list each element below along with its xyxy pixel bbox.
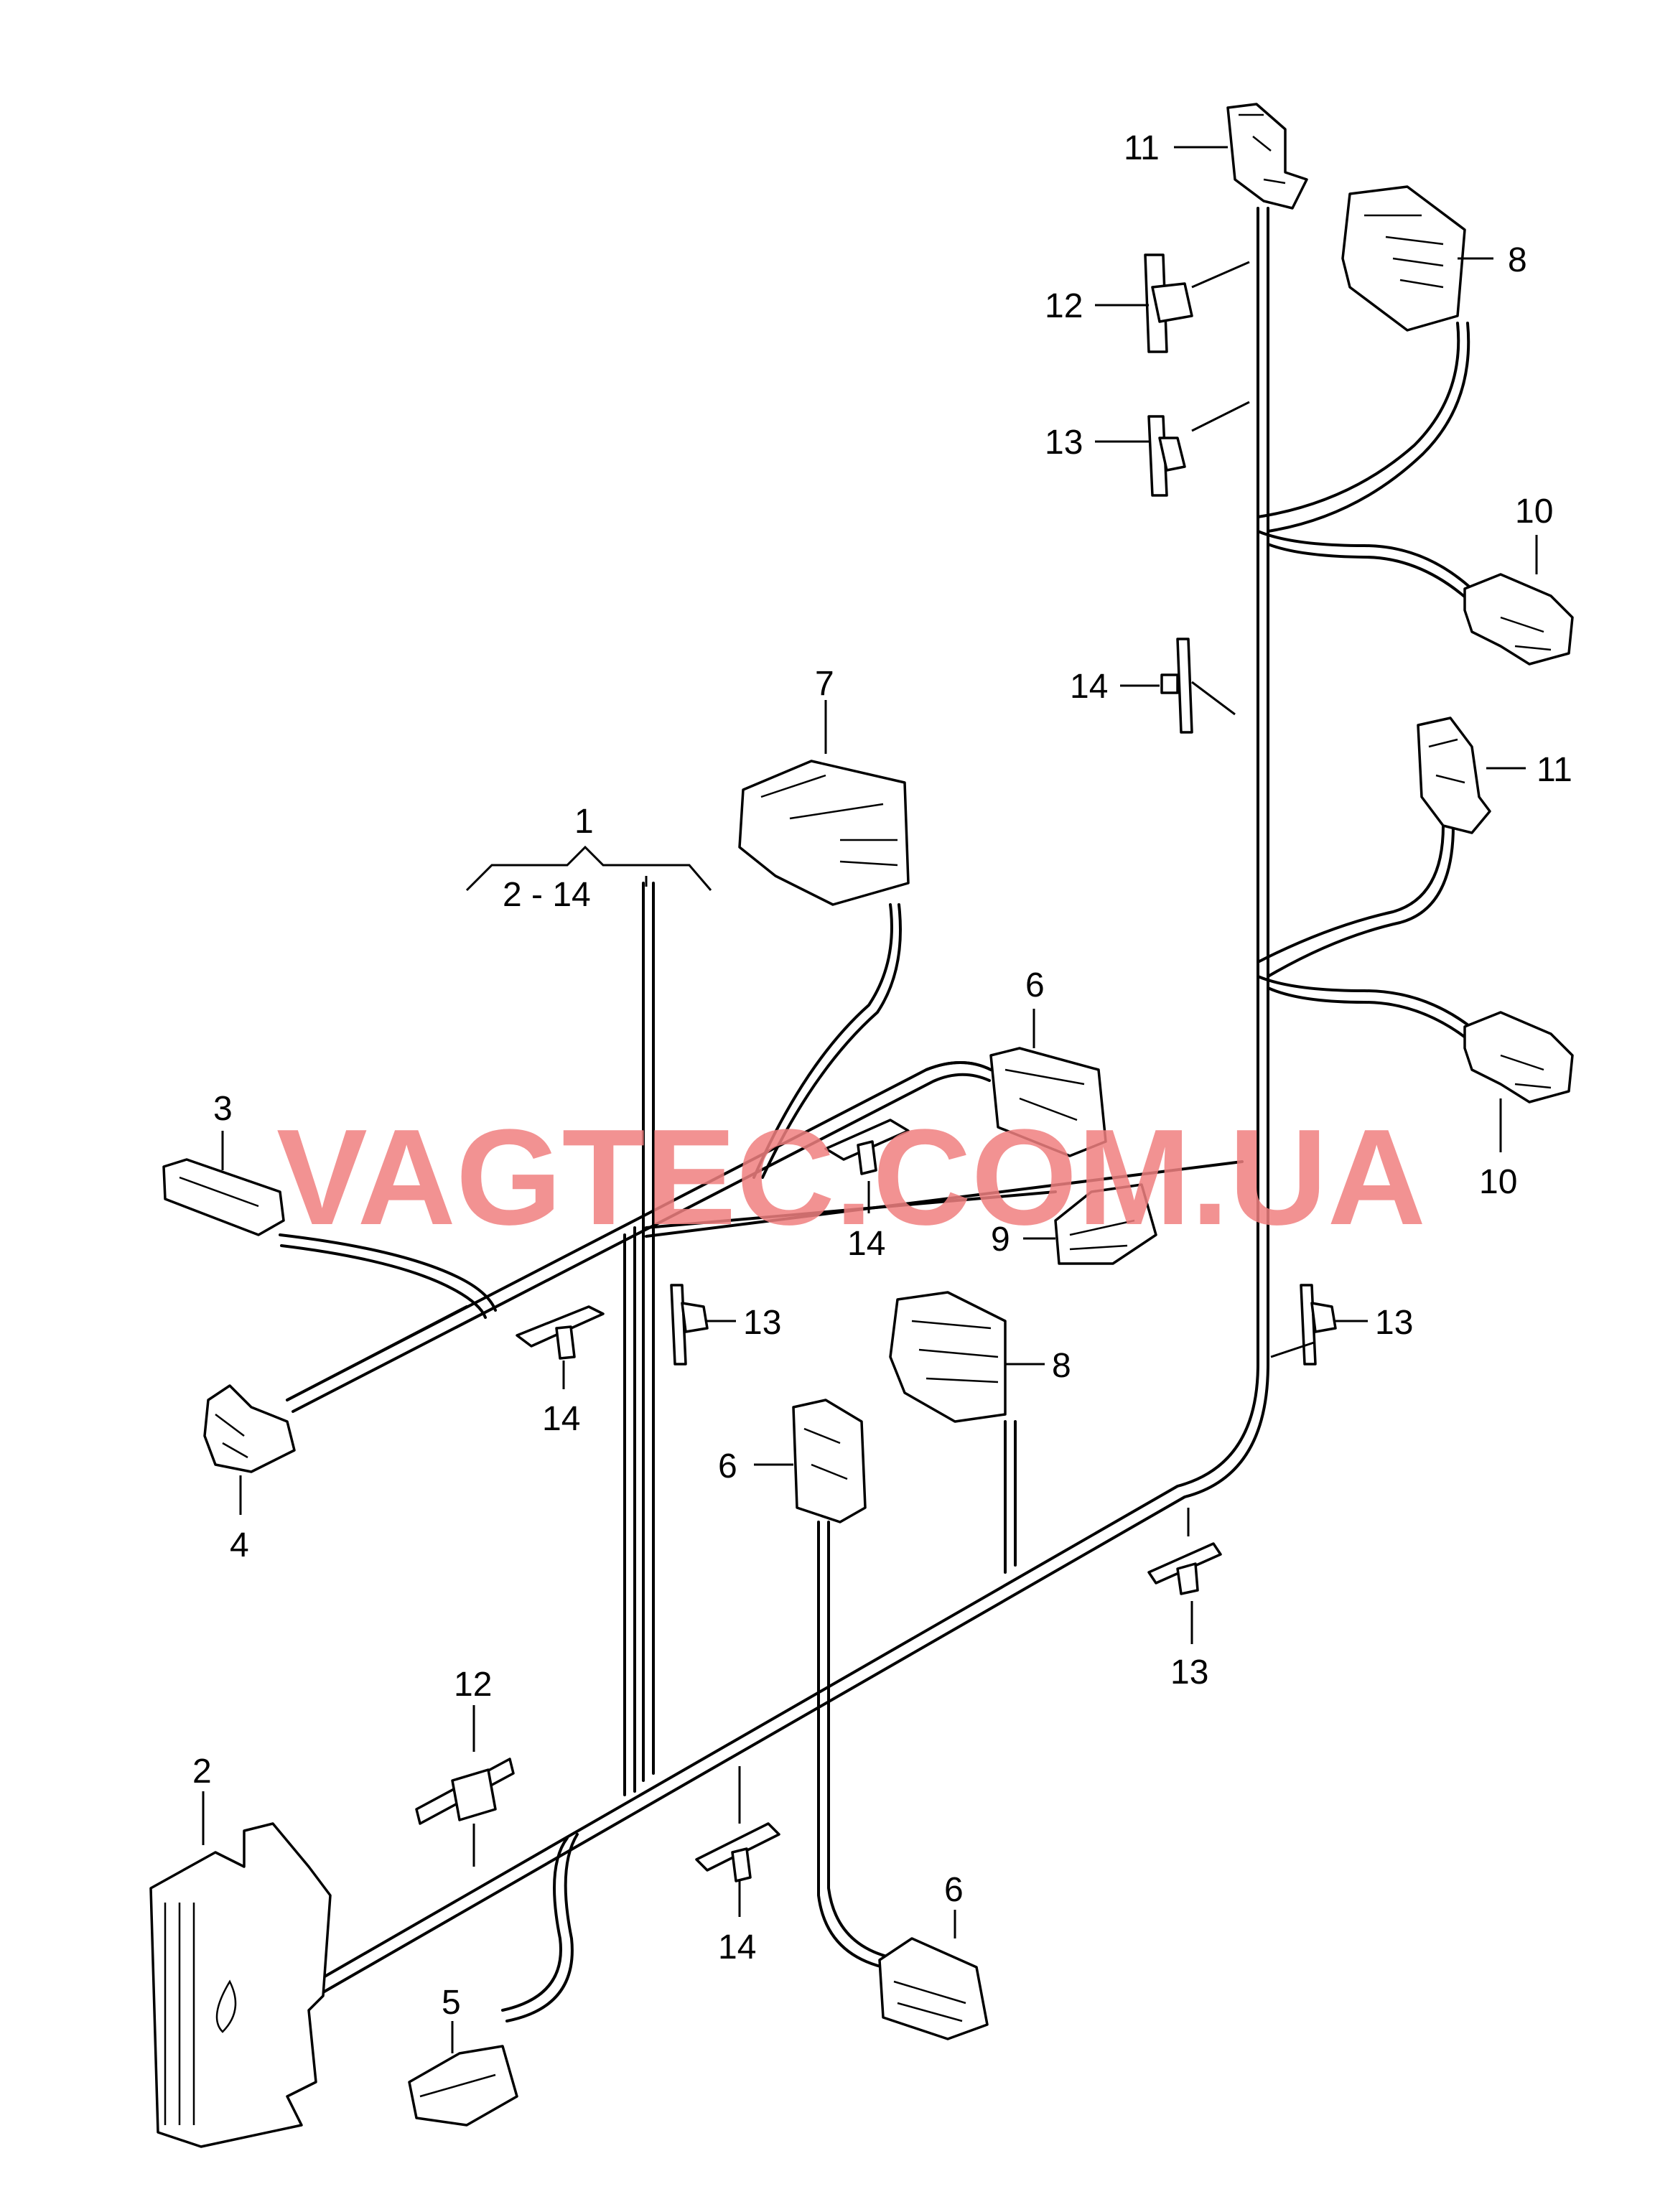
clip-14-lower bbox=[695, 1822, 780, 1882]
watermark-text: VAGTEC.COM.UA bbox=[276, 1101, 1426, 1254]
callout-7: 7 bbox=[815, 665, 834, 703]
callout-13-middle-left: 13 bbox=[743, 1304, 781, 1342]
callout-14-top: 14 bbox=[1070, 668, 1108, 706]
callout-13-middle-right: 13 bbox=[1375, 1304, 1413, 1342]
callout-5: 5 bbox=[442, 1984, 461, 2022]
callout-10-top: 10 bbox=[1515, 493, 1553, 531]
callout-8-top: 8 bbox=[1508, 241, 1527, 279]
group-label-number: 1 bbox=[574, 803, 594, 841]
clip-13-middle-left bbox=[670, 1284, 709, 1366]
clip-14-top bbox=[1160, 638, 1193, 734]
connector-6-middle bbox=[792, 1399, 867, 1523]
clip-13-top bbox=[1147, 415, 1186, 497]
leader-lines bbox=[202, 146, 1538, 2053]
connector-8-top bbox=[1341, 185, 1466, 332]
control-unit-connector-2 bbox=[149, 1822, 332, 2148]
callout-3: 3 bbox=[213, 1090, 233, 1128]
callout-2: 2 bbox=[192, 1753, 212, 1791]
callout-4: 4 bbox=[230, 1526, 249, 1564]
callout-13-top: 13 bbox=[1045, 424, 1083, 462]
callout-10-middle: 10 bbox=[1479, 1163, 1517, 1201]
callout-6-top: 6 bbox=[1025, 966, 1045, 1004]
connector-8-lower bbox=[889, 1291, 1007, 1423]
clip-14-left bbox=[516, 1305, 605, 1360]
connector-7 bbox=[738, 760, 910, 906]
callout-12-top: 12 bbox=[1045, 287, 1083, 325]
clip-13-middle-right bbox=[1300, 1284, 1337, 1366]
connector-9 bbox=[1054, 1183, 1157, 1265]
connector-11-middle bbox=[1417, 717, 1491, 834]
connector-3 bbox=[162, 1158, 285, 1236]
connector-10-top bbox=[1463, 573, 1574, 666]
callout-14-left: 14 bbox=[542, 1400, 580, 1438]
callout-8-lower: 8 bbox=[1052, 1347, 1071, 1385]
connector-4 bbox=[203, 1384, 296, 1473]
connector-11-top bbox=[1226, 103, 1308, 210]
callout-12-lower: 12 bbox=[454, 1666, 492, 1704]
connector-5 bbox=[408, 2045, 518, 2127]
clip-12-lower bbox=[415, 1758, 515, 1825]
clip-14-middle bbox=[824, 1119, 910, 1175]
harness-wires bbox=[279, 207, 1481, 2022]
clip-13-lower bbox=[1147, 1542, 1222, 1595]
callout-14-lower: 14 bbox=[718, 1928, 756, 1966]
callout-11-top: 11 bbox=[1124, 129, 1160, 167]
connector-6-top bbox=[989, 1047, 1107, 1157]
callout-6-bottom: 6 bbox=[944, 1871, 964, 1909]
callout-9: 9 bbox=[991, 1221, 1010, 1259]
group-label-range: 2 - 14 bbox=[503, 876, 591, 914]
callout-14-middle: 14 bbox=[847, 1225, 885, 1263]
callout-6-middle: 6 bbox=[718, 1447, 737, 1485]
callout-13-lower: 13 bbox=[1170, 1653, 1208, 1691]
connector-6-bottom bbox=[878, 1937, 989, 2040]
connector-10-middle bbox=[1463, 1011, 1574, 1103]
callout-11-middle: 11 bbox=[1537, 751, 1572, 789]
clip-12-top bbox=[1144, 253, 1193, 353]
